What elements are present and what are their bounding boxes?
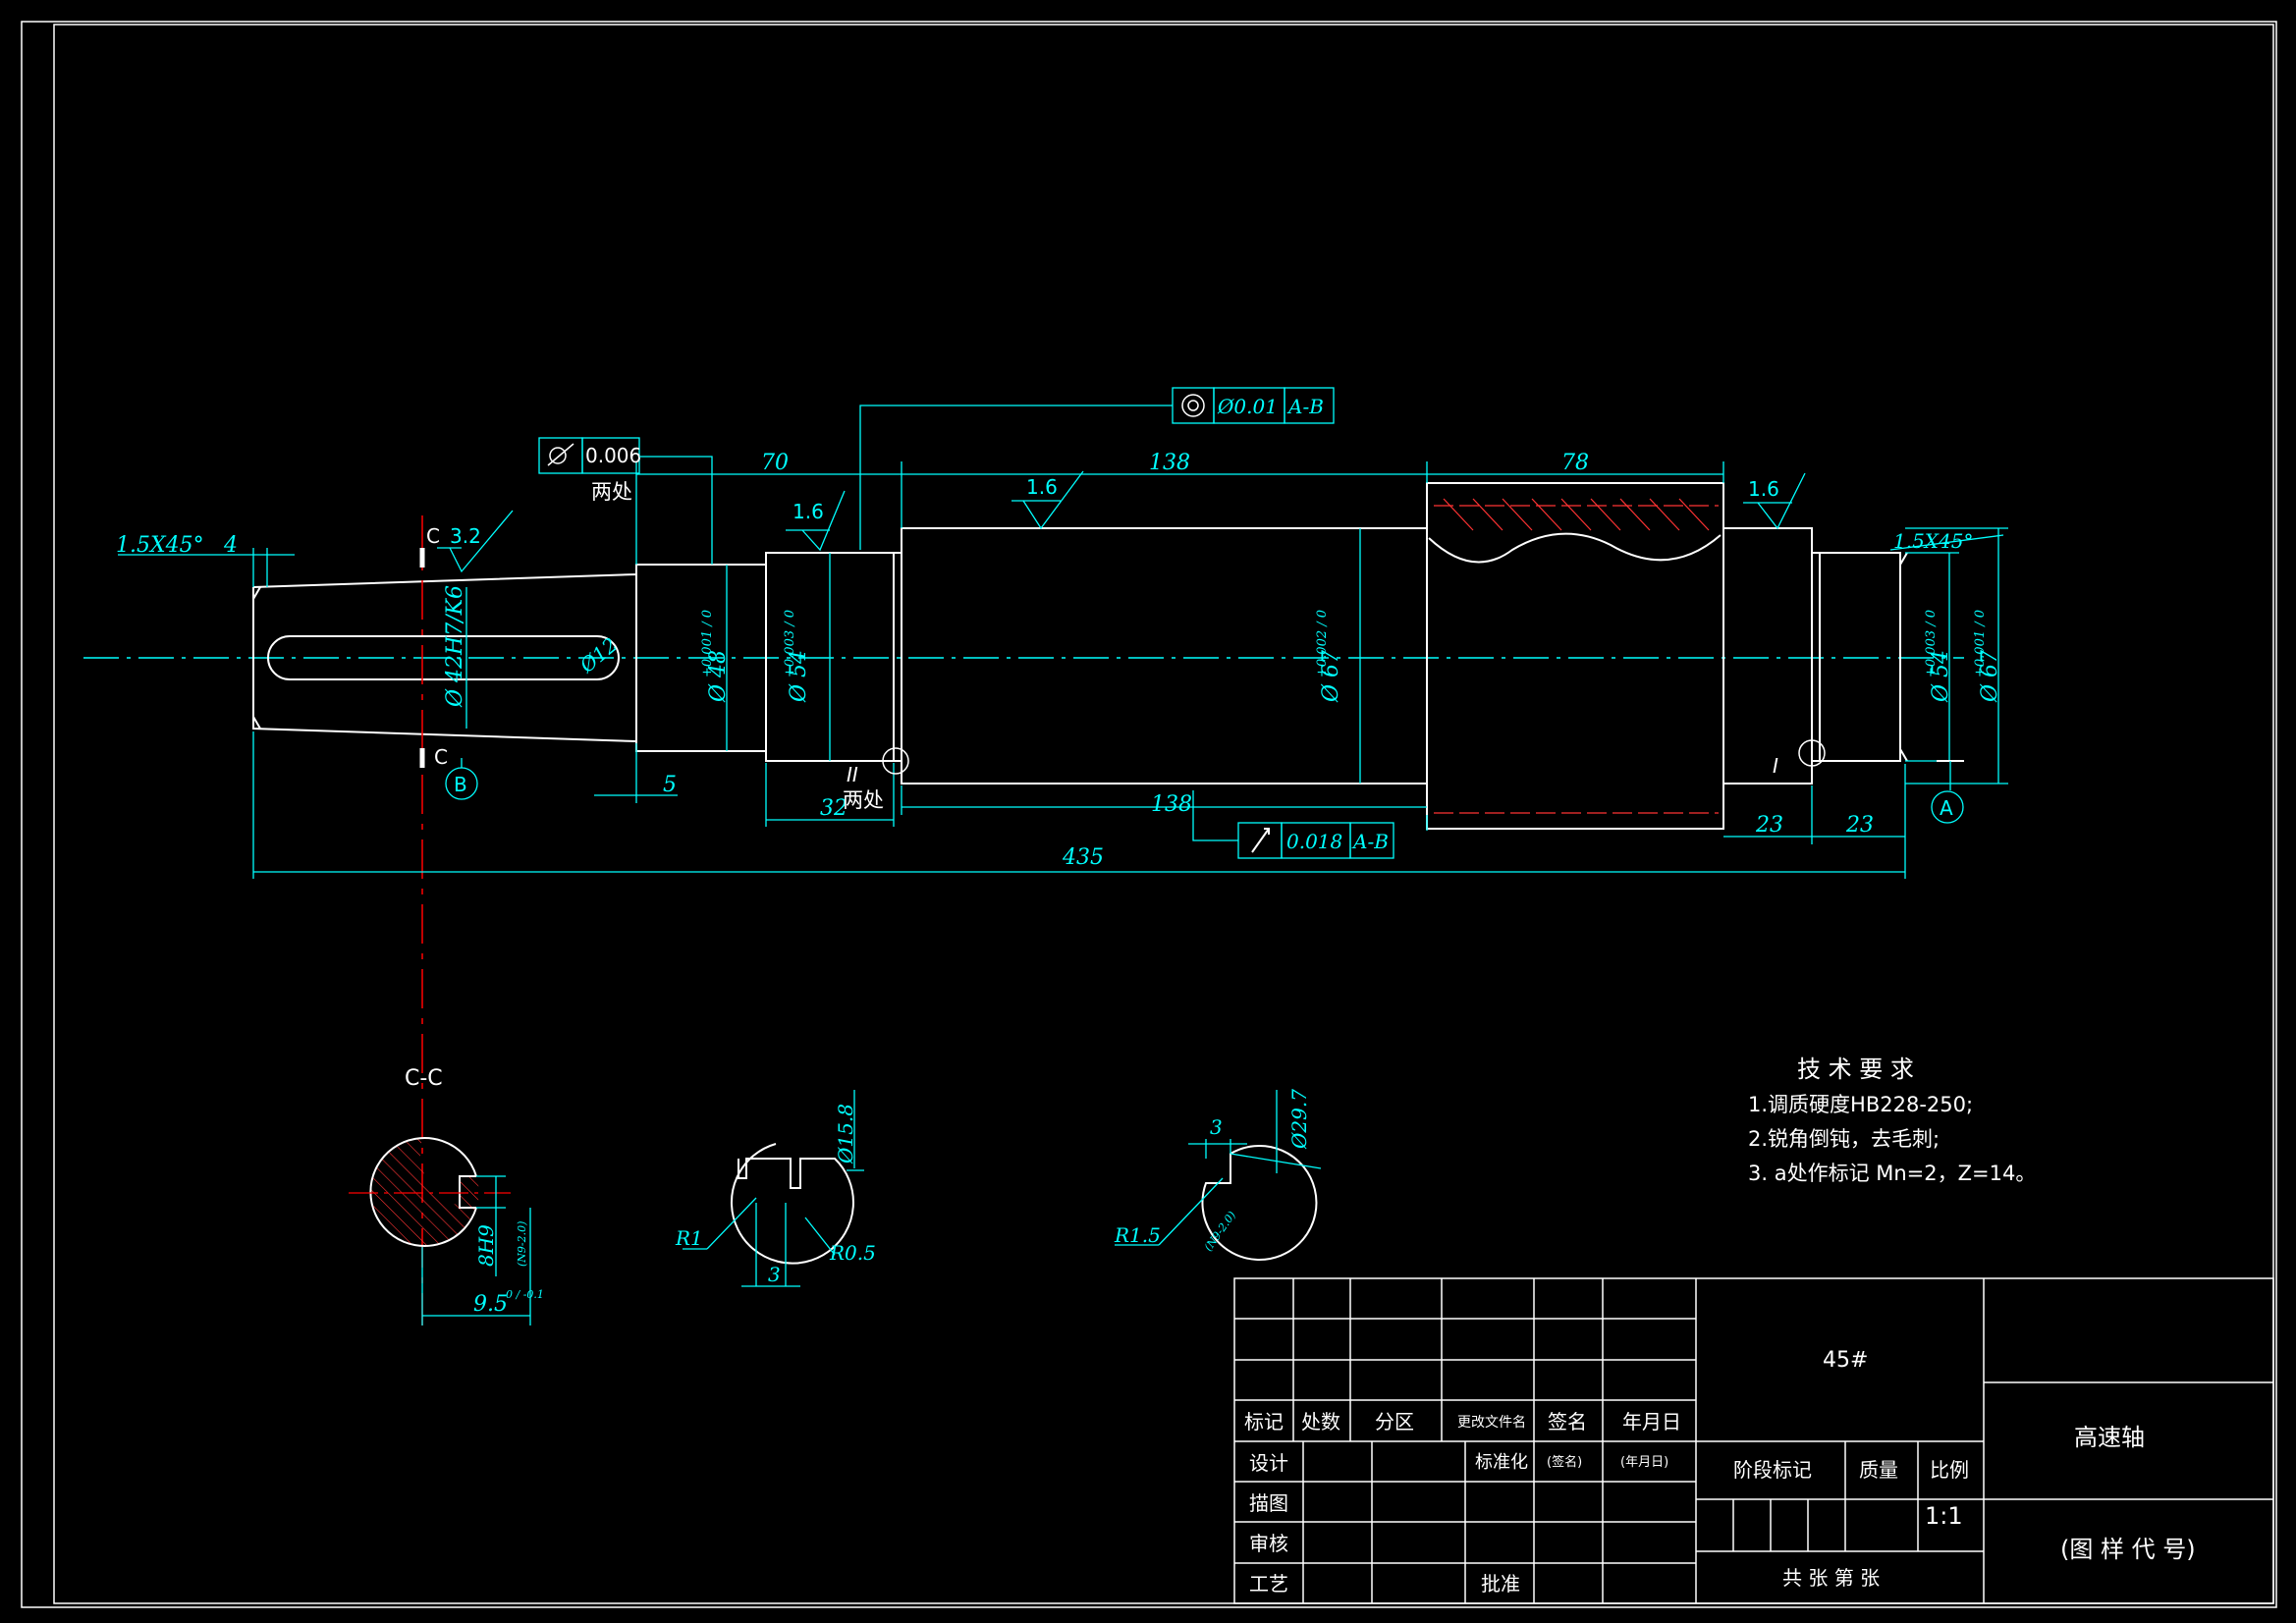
dim-70: 70 [761,451,789,475]
tech-req-title: 技 术 要 求 [1797,1055,1914,1083]
label-process: 工艺 [1249,1572,1288,1596]
tol-frame-runout: 0.018 A-B [1192,790,1394,859]
dia-42: Ø 42H7/K6 [443,585,467,708]
dia-54: Ø 54 [787,650,811,703]
tol-cylindricity-value: 0.006 [585,444,641,467]
detail-2-w3: 3 [768,1263,781,1286]
section-cc: C-C 8H9 (N9-2.0) 9.5 0 / -0.1 [349,1066,544,1325]
roughness-1-6-c: 1.6 [1748,477,1779,501]
detail-1-dia: Ø29.7 [1287,1089,1311,1150]
label-sign-paren: (签名) [1547,1454,1582,1470]
dia-67-right: Ø 67 [1978,650,2002,703]
section-label-top: C [426,524,440,548]
hdr-zone: 分区 [1375,1410,1414,1434]
chamfer-right: 1.5X45° [1893,529,1974,553]
label-sheets: 共 张 第 张 [1782,1566,1880,1590]
shaft-main-view: C C [83,387,2008,1325]
datum-b-label: B [454,773,467,796]
dia-67-right-tol: +0.001 / 0 [1973,610,1988,677]
roughness-1-6-b: 1.6 [1026,475,1058,499]
dia-54-right: Ø 54 [1929,650,1953,703]
dim-4: 4 [223,533,238,558]
title-part-name: 高速轴 [2074,1424,2145,1451]
label-draw: 描图 [1249,1491,1288,1515]
hdr-date: 年月日 [1622,1410,1681,1434]
dim-5: 5 [663,773,677,797]
detail-1-view: Ø29.7 R1.5 3 (N9-2.0) [1114,1089,1322,1261]
roughness-symbols [437,470,1806,573]
dim-32: 32 [820,796,847,821]
scale-value: 1:1 [1925,1502,1963,1530]
detail-circle-i [1798,739,1826,767]
hdr-sign: 签名 [1548,1410,1587,1434]
section-note: (N9-2.0) [516,1221,528,1267]
tech-req-item-3: 3. a处作标记 Mn=2，Z=14。 [1748,1162,2036,1185]
datum-b-marker: B [445,758,478,800]
datum-a-label: A [1940,796,1953,820]
detail-2-r05: R0.5 [829,1241,876,1265]
tol-concentricity-value: Ø0.01 [1217,395,1278,418]
section-depth-tol: 0 / -0.1 [506,1288,544,1301]
label-scale: 比例 [1930,1458,1969,1482]
hdr-mark: 标记 [1244,1410,1284,1434]
detail-1-note: (N9-2.0) [1202,1209,1238,1253]
tol-concentricity-datum: A-B [1286,395,1324,418]
label-date-paren: (年月日) [1620,1455,1668,1470]
title-drawing-code: (图 样 代 号) [2060,1536,2196,1563]
label-mass: 质量 [1859,1458,1898,1482]
section-width-8h9: 8H9 [474,1224,498,1267]
hdr-count: 处数 [1301,1410,1340,1434]
tol-frame-cylindricity: 0.006 两处 [538,437,713,565]
dia-67-tol: +0.002 / 0 [1315,610,1330,677]
dia-67: Ø 67 [1319,650,1343,703]
chamfer-left: 1.5X45° [116,533,204,558]
section-label-bottom: C [434,745,448,769]
label-design: 设计 [1249,1451,1288,1475]
dim-23-b: 23 [1845,813,1874,838]
two-places-note: 两处 [843,788,884,812]
datum-a-marker: A [1931,760,1964,824]
dim-435: 435 [1062,845,1104,870]
inner-border [53,24,2274,1604]
section-depth: 9.5 [473,1292,508,1317]
detail-2-r1: R1 [675,1226,703,1250]
dia-54-tol: +0.003 / 0 [783,610,797,677]
title-block: 45# 高速轴 (图 样 代 号) 标记 处数 分区 更改文件名 签名 年月日 … [1233,1277,2274,1604]
dim-78: 78 [1561,451,1589,475]
detail-2-view: Ø15.8 R1 R0.5 3 [675,1090,876,1287]
label-stage-mark: 阶段标记 [1733,1458,1812,1482]
detail-1-w3: 3 [1210,1115,1223,1139]
detail-1-r15: R1.5 [1114,1223,1161,1247]
section-cc-title: C-C [405,1066,443,1091]
tol-runout-datum: A-B [1351,830,1389,853]
tech-req-item-1: 1.调质硬度HB228-250; [1748,1093,1973,1116]
label-standard: 标准化 [1475,1452,1528,1473]
gear-hatch [1434,498,1719,814]
roughness-1-6-a: 1.6 [793,500,824,523]
dia-48-tol: +0.001 / 0 [700,610,715,677]
tech-req-item-2: 2.锐角倒钝，去毛刺; [1748,1127,1940,1151]
dim-138-top: 138 [1149,451,1190,475]
tol-cylindricity-note: 两处 [591,480,632,504]
shaft-outline [252,482,1908,830]
roughness-3-2: 3.2 [450,524,481,548]
tol-frame-concentricity: Ø0.01 A-B [859,387,1335,550]
label-approve: 批准 [1481,1572,1520,1596]
outer-border [21,21,2277,1608]
dim-138-bottom: 138 [1151,792,1192,817]
label-review: 审核 [1249,1532,1288,1555]
dimension-lines [118,461,2008,879]
detail-2-dia: Ø15.8 [834,1104,857,1164]
technical-requirements: 技 术 要 求 1.调质硬度HB228-250; 2.锐角倒钝，去毛刺; 3. … [1748,1055,2036,1185]
detail-label-ii: II [847,763,858,786]
detail-label-i: I [1773,754,1778,778]
detail-circle-ii [882,747,909,775]
hdr-change-doc: 更改文件名 [1457,1415,1526,1431]
dim-23-a: 23 [1755,813,1783,838]
tol-runout-value: 0.018 [1286,830,1342,853]
dia-54-right-tol: +0.003 / 0 [1924,610,1939,677]
title-material: 45# [1823,1348,1868,1373]
dia-48: Ø 48 [706,650,731,703]
